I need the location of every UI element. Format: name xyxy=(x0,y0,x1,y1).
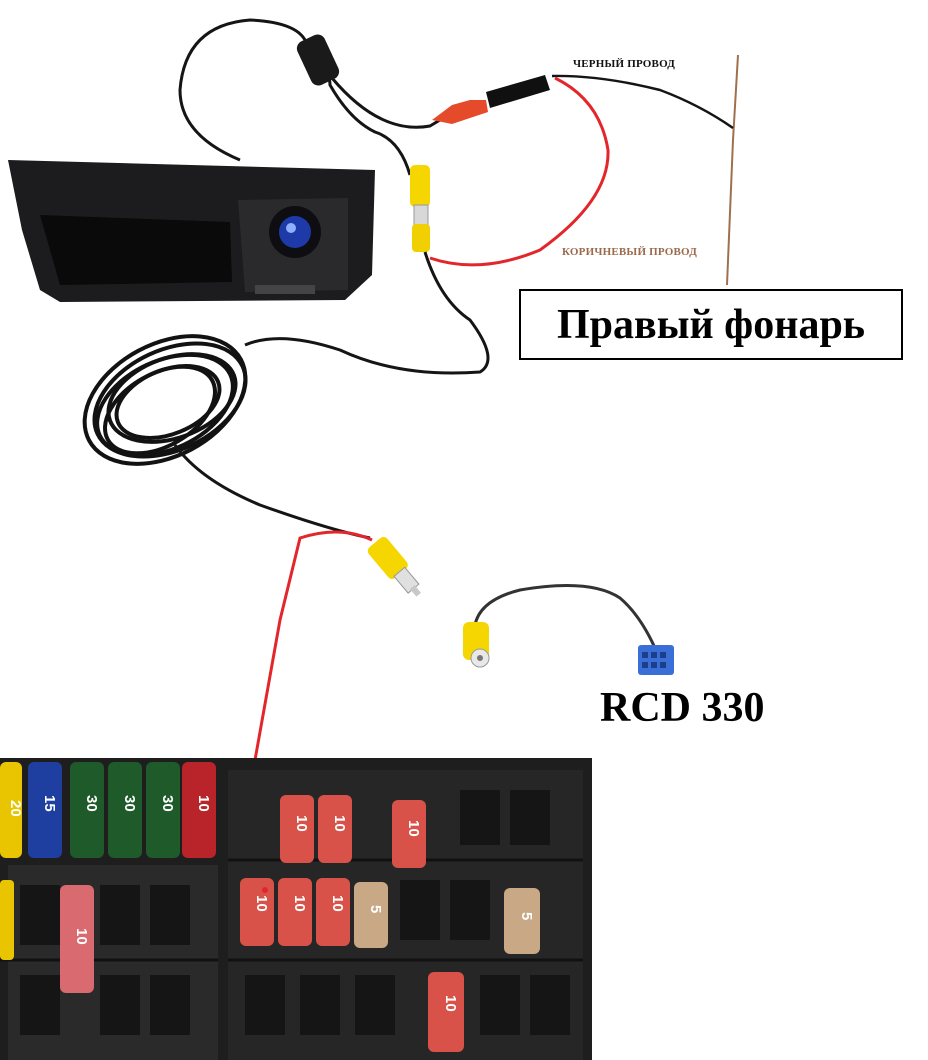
brown-wire-label: КОРИЧНЕВЫЙ ПРОВОД xyxy=(562,246,698,258)
fuse-left-mid xyxy=(60,885,94,993)
video-cable-lower xyxy=(173,444,371,540)
fuse-label: 30 xyxy=(83,795,100,812)
camera-cable-branch xyxy=(330,77,441,129)
right-lamp-box: Правый фонарь xyxy=(519,289,903,360)
fuse-label: 10 xyxy=(442,995,459,1012)
right-lamp-label: Правый фонарь xyxy=(556,301,866,348)
fuse-label: 10 xyxy=(195,795,212,812)
fuse-label: 15 xyxy=(41,795,58,812)
fuse-label: 5 xyxy=(367,905,384,913)
fuse-right-bottom xyxy=(428,972,464,1052)
fuse-label: 30 xyxy=(121,795,138,812)
brown-wire-lamp xyxy=(726,54,739,286)
fuse-row-right-mid xyxy=(240,878,388,948)
camera-cable xyxy=(178,18,412,176)
cable-junction xyxy=(296,34,340,86)
fuse-row-top-left xyxy=(0,762,216,858)
cable-coil xyxy=(82,334,248,466)
fuse-label: 30 xyxy=(159,795,176,812)
fuse-label: 5 xyxy=(518,912,535,920)
fuse-labels-top-left: 20 15 30 30 30 10 xyxy=(7,795,212,817)
power-plug-red xyxy=(432,100,488,124)
fuse-label: 10 xyxy=(73,928,90,945)
power-plug-black xyxy=(486,75,550,108)
fuse-label: 10 xyxy=(291,895,308,912)
rca-yellow-top xyxy=(410,165,430,207)
fuse-label: 10 xyxy=(405,820,422,837)
blue-connector xyxy=(638,645,674,675)
rcd-adapter-cable xyxy=(473,584,657,649)
black-wire-label: ЧЕРНЫЙ ПРОВОД xyxy=(573,58,676,70)
rca-yellow-male xyxy=(367,536,421,597)
fuse-label: 10 xyxy=(329,895,346,912)
video-cable xyxy=(244,251,490,375)
camera-handle xyxy=(8,160,375,302)
black-wire xyxy=(551,74,734,130)
red-wire-loop xyxy=(429,76,610,267)
fuse-label: 10 xyxy=(253,895,270,912)
fuse-row-right-top xyxy=(280,795,426,868)
red-wire-fuse xyxy=(253,530,373,891)
fuse-label: 10 xyxy=(293,815,310,832)
fuse-label: 20 xyxy=(7,800,24,817)
rcd-model-label: RCD 330 xyxy=(600,685,765,731)
fuse-label: 10 xyxy=(331,815,348,832)
fuse-right-side xyxy=(504,888,540,954)
